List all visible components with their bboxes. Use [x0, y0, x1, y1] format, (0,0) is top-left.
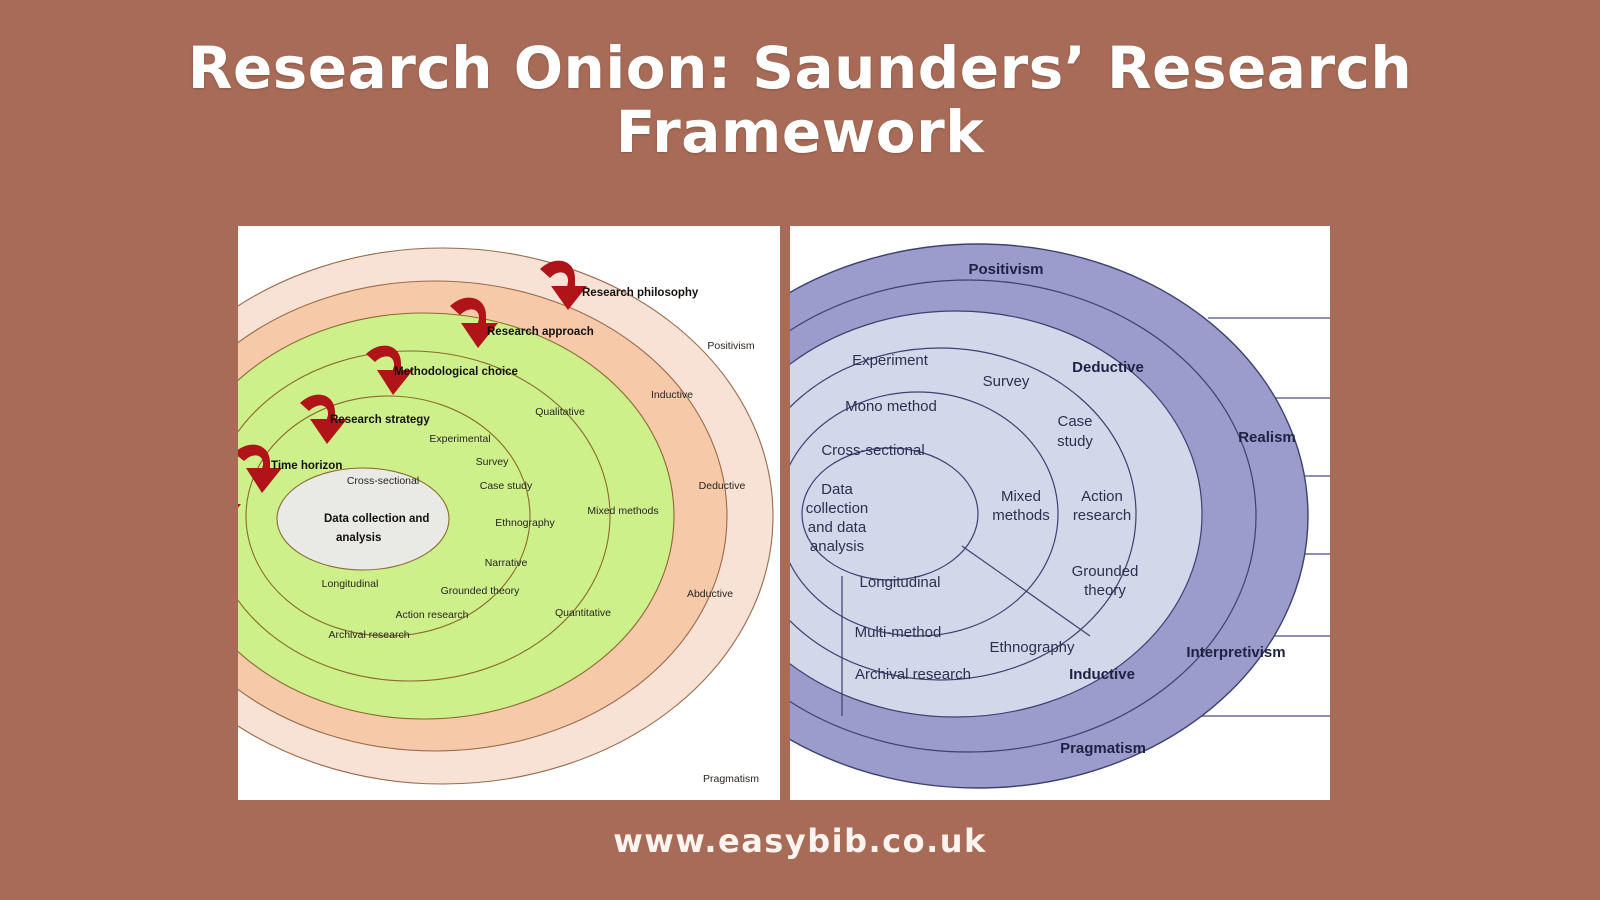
- label-action-research-right-l2: research: [1073, 507, 1131, 524]
- label-realism-right: Realism: [1238, 429, 1296, 446]
- label-multi-method-right: Multi-method: [855, 624, 942, 641]
- label-positivism: Positivism: [707, 340, 755, 352]
- left-ring-labels: Positivism Pragmatism Inductive Deductiv…: [322, 340, 760, 785]
- label-action-research: Action research: [396, 609, 469, 621]
- inner-connectors: [841, 545, 1091, 716]
- right-labels: Positivism Realism Interpretivism Pragma…: [806, 261, 1296, 757]
- label-action-research-right-l1: Action: [1081, 488, 1123, 505]
- label-quantitative: Quantitative: [555, 607, 611, 619]
- label-interpretivism-right: Interpretivism: [1186, 644, 1285, 661]
- callout-label-time-horizon: Time horizon: [271, 460, 342, 472]
- label-mono-method-right: Mono method: [845, 398, 937, 415]
- label-pragmatism-right: Pragmatism: [1060, 740, 1146, 757]
- ring-core: [276, 467, 450, 571]
- label-inductive: Inductive: [651, 389, 693, 401]
- title-line-1: Research Onion: Saunders’ Research: [187, 34, 1413, 102]
- curved-arrow-icon-methodological-choice: [366, 345, 413, 395]
- label-deductive-right: Deductive: [1072, 359, 1144, 376]
- label-experimental: Experimental: [429, 433, 490, 445]
- page-title: Research Onion: Saunders’ Research Frame…: [0, 36, 1600, 164]
- connector-diagonal: [961, 545, 1091, 637]
- label-grounded-theory: Grounded theory: [441, 585, 521, 597]
- label-data-core-l3: and data: [808, 519, 867, 536]
- callout-label-data-collection-line1: Data collection and: [324, 513, 429, 525]
- curved-arrow-icon-time-horizon: [238, 444, 282, 493]
- label-cross-sectional-right: Cross-sectional: [821, 442, 924, 459]
- label-inductive-right: Inductive: [1069, 666, 1135, 683]
- label-archival-research-right: Archival research: [855, 666, 971, 683]
- callout-label-research-philosophy: Research philosophy: [582, 287, 699, 299]
- label-qualitative: Qualitative: [535, 406, 585, 418]
- label-archival-research: Archival research: [328, 629, 409, 641]
- label-ethnography: Ethnography: [495, 517, 555, 529]
- left-callout-labels: Research philosophy Research approach Me…: [271, 287, 699, 544]
- label-case-study: Case study: [480, 480, 533, 492]
- label-grounded-theory-right-l2: theory: [1084, 582, 1126, 599]
- label-survey-right: Survey: [983, 373, 1030, 390]
- callout-label-research-strategy: Research strategy: [330, 414, 430, 426]
- curved-arrow-icon-data-collection: [238, 504, 241, 508]
- label-data-core-l4: analysis: [810, 538, 864, 555]
- label-grounded-theory-right-l1: Grounded: [1072, 563, 1139, 580]
- label-mixed-methods-right-l2: methods: [992, 507, 1050, 524]
- label-mixed-methods: Mixed methods: [587, 505, 658, 517]
- label-deductive: Deductive: [699, 480, 746, 492]
- curved-arrow-icon-approach: [450, 297, 498, 348]
- label-positivism-right: Positivism: [968, 261, 1043, 278]
- ring-core-right: [801, 447, 979, 581]
- callout-label-methodological-choice: Methodological choice: [394, 366, 518, 378]
- footer-url: www.easybib.co.uk: [613, 822, 987, 860]
- label-data-core-l1: Data: [821, 481, 853, 498]
- label-longitudinal-right: Longitudinal: [860, 574, 941, 591]
- label-longitudinal: Longitudinal: [322, 578, 379, 590]
- left-diagram-panel: Positivism Pragmatism Inductive Deductiv…: [238, 226, 780, 800]
- label-case-study-right-l1: Case: [1057, 413, 1092, 430]
- callout-label-research-approach: Research approach: [487, 326, 594, 338]
- curved-arrow-icon-strategy: [300, 394, 347, 444]
- right-diagram-panel: Positivism Realism Interpretivism Pragma…: [790, 226, 1330, 800]
- right-onion-svg: Positivism Realism Interpretivism Pragma…: [790, 243, 1330, 789]
- curved-arrow-icon-philosophy: [540, 260, 587, 310]
- title-line-2: Framework: [615, 98, 985, 166]
- label-data-core-l2: collection: [806, 500, 869, 517]
- label-pragmatism: Pragmatism: [703, 773, 759, 785]
- label-experiment-right: Experiment: [852, 352, 929, 369]
- label-ethnography-right: Ethnography: [989, 639, 1075, 656]
- label-cross-sectional: Cross-sectional: [347, 475, 419, 487]
- label-narrative: Narrative: [485, 557, 528, 569]
- right-onion-rings: [790, 243, 1309, 789]
- label-abductive: Abductive: [687, 588, 733, 600]
- label-case-study-right-l2: study: [1057, 433, 1093, 450]
- label-survey: Survey: [476, 456, 509, 468]
- callout-label-data-collection-line2: analysis: [336, 532, 381, 544]
- label-mixed-methods-right-l1: Mixed: [1001, 488, 1041, 505]
- callout-arrows: [238, 260, 587, 508]
- left-onion-svg: Positivism Pragmatism Inductive Deductiv…: [238, 247, 774, 785]
